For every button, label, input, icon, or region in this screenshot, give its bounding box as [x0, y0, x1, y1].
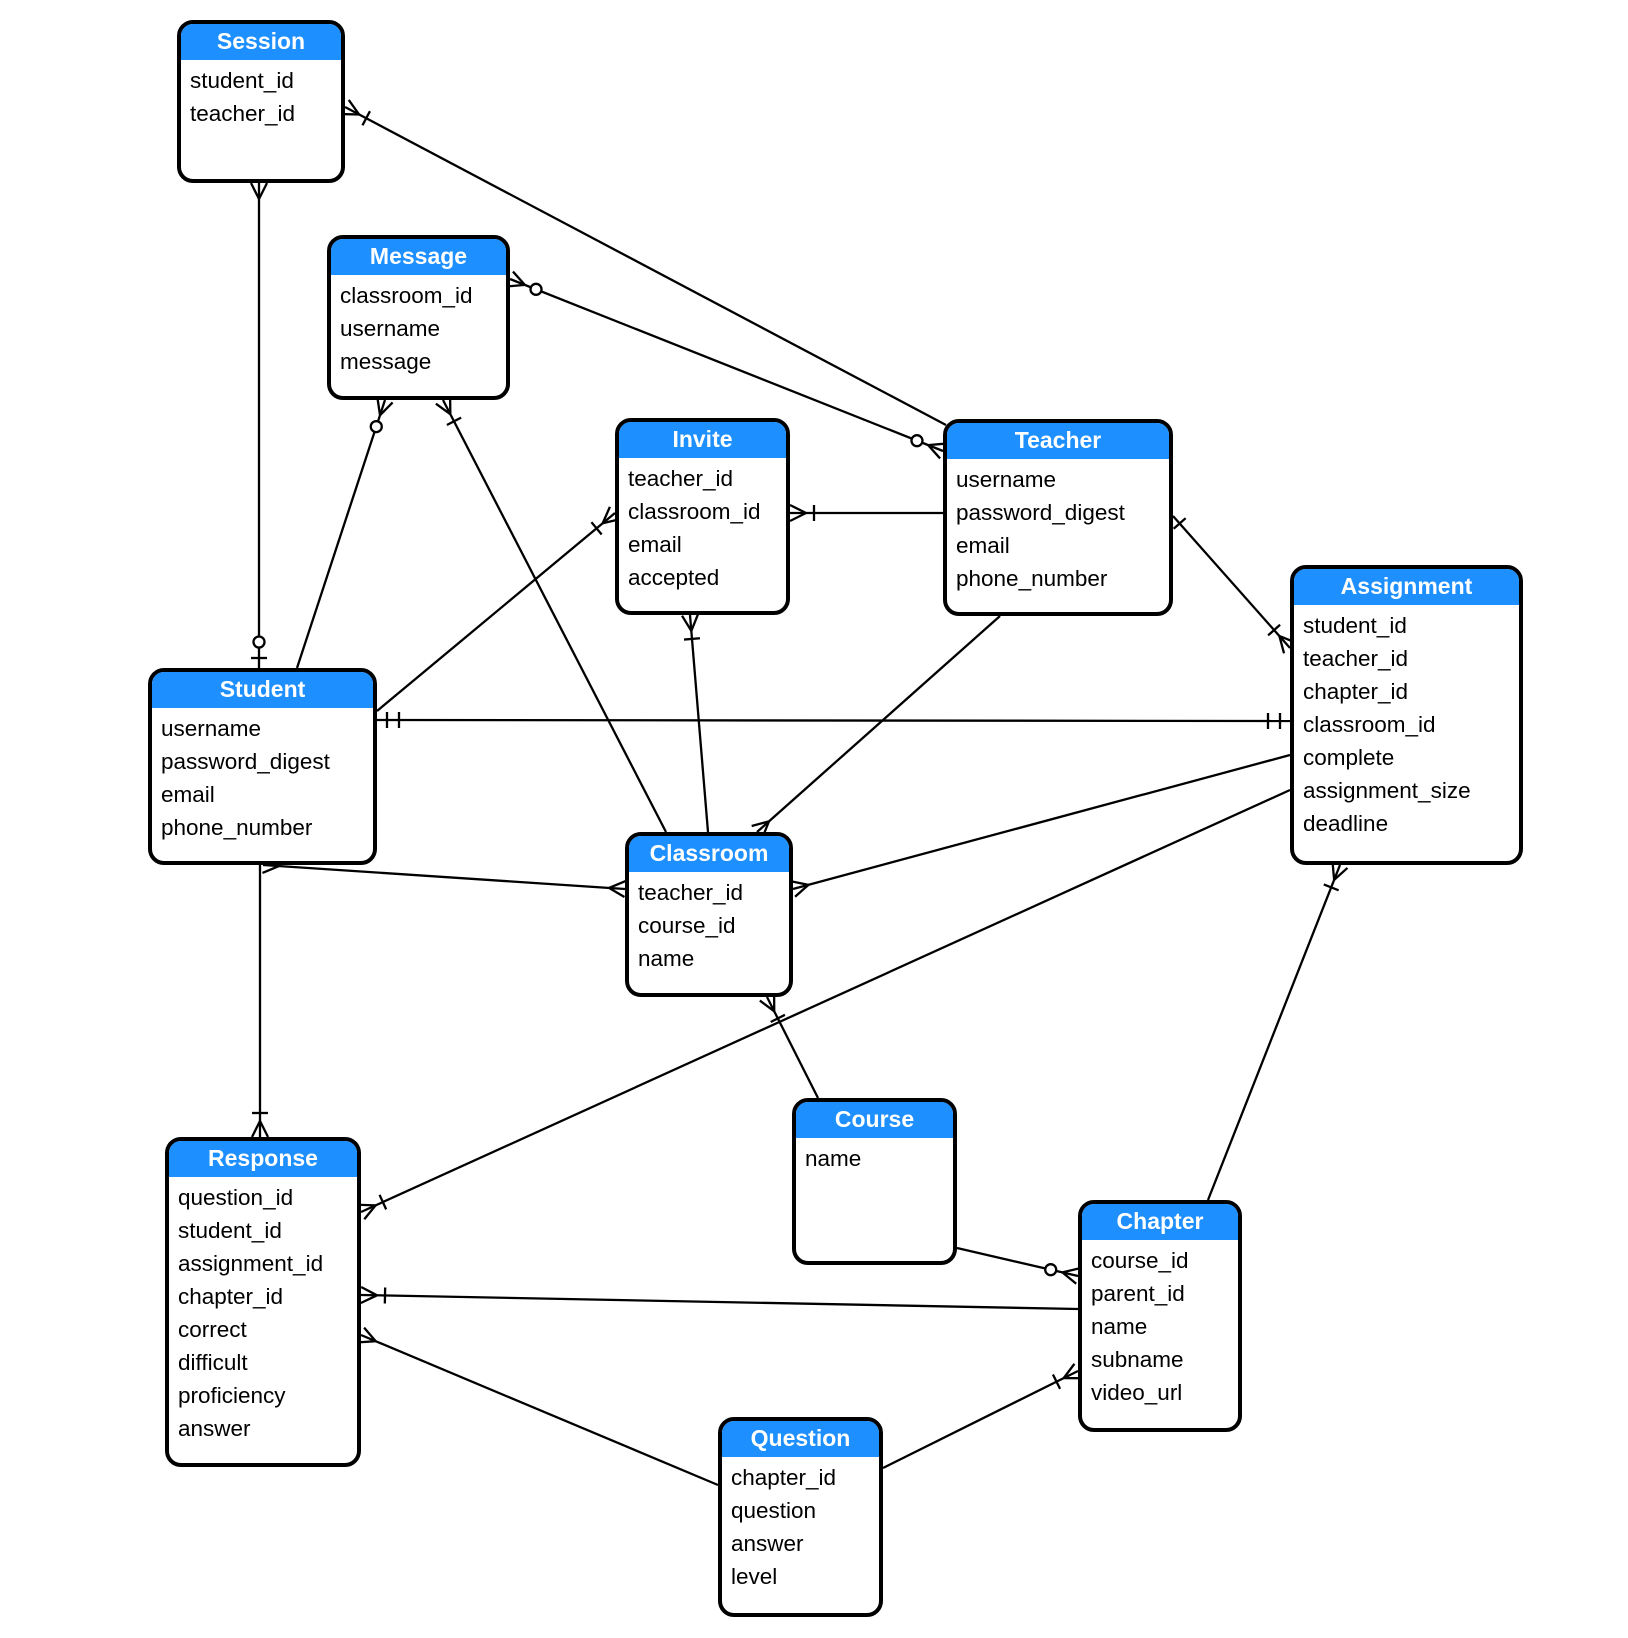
entity-field-response-proficiency: proficiency	[178, 1383, 286, 1408]
entity-title-chapter: Chapter	[1082, 1204, 1238, 1240]
entity-field-teacher-username: username	[956, 467, 1057, 492]
entity-field-invite-classroom_id: classroom_id	[628, 499, 761, 524]
entity-field-chapter-subname: subname	[1091, 1347, 1184, 1372]
relationship-teacher-classroom	[751, 615, 1001, 839]
entity-fields-session: student_id teacher_id	[181, 60, 341, 134]
entity-session[interactable]: Session student_id teacher_id	[177, 20, 345, 183]
entity-fields-question: chapter_id question answer level	[722, 1457, 879, 1597]
entity-field-response-difficult: difficult	[178, 1350, 248, 1375]
entity-field-response-correct: correct	[178, 1317, 247, 1342]
relationship-student-response	[250, 865, 270, 1138]
relationship-assignment-chapter	[1206, 861, 1349, 1201]
entity-title-classroom: Classroom	[629, 836, 789, 872]
relationship-teacher-assignment	[1172, 515, 1297, 654]
entity-field-question-question: question	[731, 1498, 817, 1523]
entity-field-invite-email: email	[628, 532, 682, 557]
entity-field-assignment-assignment_size: assignment_size	[1303, 778, 1471, 803]
entity-field-student-email: email	[161, 782, 215, 807]
entity-field-assignment-deadline: deadline	[1303, 811, 1389, 836]
entity-fields-course: name	[796, 1138, 953, 1179]
entity-fields-message: classroom_id username message	[331, 275, 506, 382]
entity-field-chapter-name: name	[1091, 1314, 1148, 1339]
relationship-invite-teacher	[789, 503, 943, 523]
entity-title-teacher: Teacher	[947, 423, 1169, 459]
entity-field-teacher-password_digest: password_digest	[956, 500, 1125, 525]
entity-title-response: Response	[169, 1141, 357, 1177]
relationship-question-chapter	[882, 1363, 1082, 1470]
relationship-message-student	[295, 397, 394, 669]
entity-field-response-question_id: question_id	[178, 1185, 294, 1210]
entity-title-invite: Invite	[619, 422, 786, 458]
entity-field-session-teacher_id: teacher_id	[190, 101, 296, 126]
entity-field-message-classroom_id: classroom_id	[340, 283, 473, 308]
entity-title-assignment: Assignment	[1294, 569, 1519, 605]
entity-field-assignment-student_id: student_id	[1303, 613, 1407, 638]
entity-title-course: Course	[796, 1102, 953, 1138]
entity-field-invite-accepted: accepted	[628, 565, 720, 590]
relationship-message-teacher	[506, 270, 947, 460]
relationship-classroom-assignment	[790, 753, 1291, 898]
entity-field-assignment-complete: complete	[1303, 745, 1395, 770]
entity-field-assignment-classroom_id: classroom_id	[1303, 712, 1436, 737]
entity-field-classroom-name: name	[638, 946, 695, 971]
entity-field-classroom-teacher_id: teacher_id	[638, 880, 744, 905]
entity-field-teacher-email: email	[956, 533, 1010, 558]
entity-field-student-password_digest: password_digest	[161, 749, 330, 774]
entity-response[interactable]: Response question_id student_id assignment_…	[165, 1137, 361, 1467]
relationship-classroom-course	[759, 993, 820, 1099]
entity-field-student-username: username	[161, 716, 262, 741]
entity-title-message: Message	[331, 239, 506, 275]
entity-field-session-student_id: student_id	[190, 68, 294, 93]
relationship-course-chapter	[956, 1246, 1081, 1285]
relationship-student-assignment	[376, 712, 1291, 729]
entity-field-response-assignment_id: assignment_id	[178, 1251, 324, 1276]
entity-course[interactable]: Course name	[792, 1098, 957, 1265]
entity-assignment[interactable]: Assignment student_id teacher_id chapter_id…	[1290, 565, 1523, 865]
entity-field-response-chapter_id: chapter_id	[178, 1284, 284, 1309]
entity-title-student: Student	[152, 672, 373, 708]
entity-field-course-name: name	[805, 1146, 862, 1171]
entity-title-session: Session	[181, 24, 341, 60]
relationship-response-question	[357, 1326, 719, 1487]
entity-question[interactable]: Question chapter_id question answer level	[718, 1417, 883, 1617]
relationship-student-invite	[376, 506, 621, 712]
entity-title-question: Question	[722, 1421, 879, 1457]
entity-field-question-chapter_id: chapter_id	[731, 1465, 837, 1490]
entity-field-response-answer: answer	[178, 1416, 251, 1441]
entity-field-message-message: message	[340, 349, 432, 374]
entity-field-chapter-course_id: course_id	[1091, 1248, 1189, 1273]
entity-field-assignment-teacher_id: teacher_id	[1303, 646, 1409, 671]
relationship-invite-classroom	[681, 613, 710, 833]
entity-field-message-username: username	[340, 316, 441, 341]
entity-field-invite-teacher_id: teacher_id	[628, 466, 734, 491]
entity-field-assignment-chapter_id: chapter_id	[1303, 679, 1409, 704]
entity-field-teacher-phone_number: phone_number	[956, 566, 1108, 591]
entity-field-response-student_id: student_id	[178, 1218, 282, 1243]
entity-field-student-phone_number: phone_number	[161, 815, 313, 840]
entity-field-question-level: level	[731, 1564, 778, 1589]
entity-message[interactable]: Message classroom_id username message	[327, 235, 510, 400]
relationship-session-student	[249, 182, 269, 668]
entity-field-chapter-parent_id: parent_id	[1091, 1281, 1185, 1306]
entity-fields-assignment: student_id teacher_id chapter_id classroom_…	[1294, 605, 1519, 844]
entity-field-question-answer: answer	[731, 1531, 804, 1556]
relationship-response-chapter	[360, 1285, 1079, 1311]
entity-field-chapter-video_url: video_url	[1091, 1380, 1183, 1405]
entity-field-classroom-course_id: course_id	[638, 913, 736, 938]
